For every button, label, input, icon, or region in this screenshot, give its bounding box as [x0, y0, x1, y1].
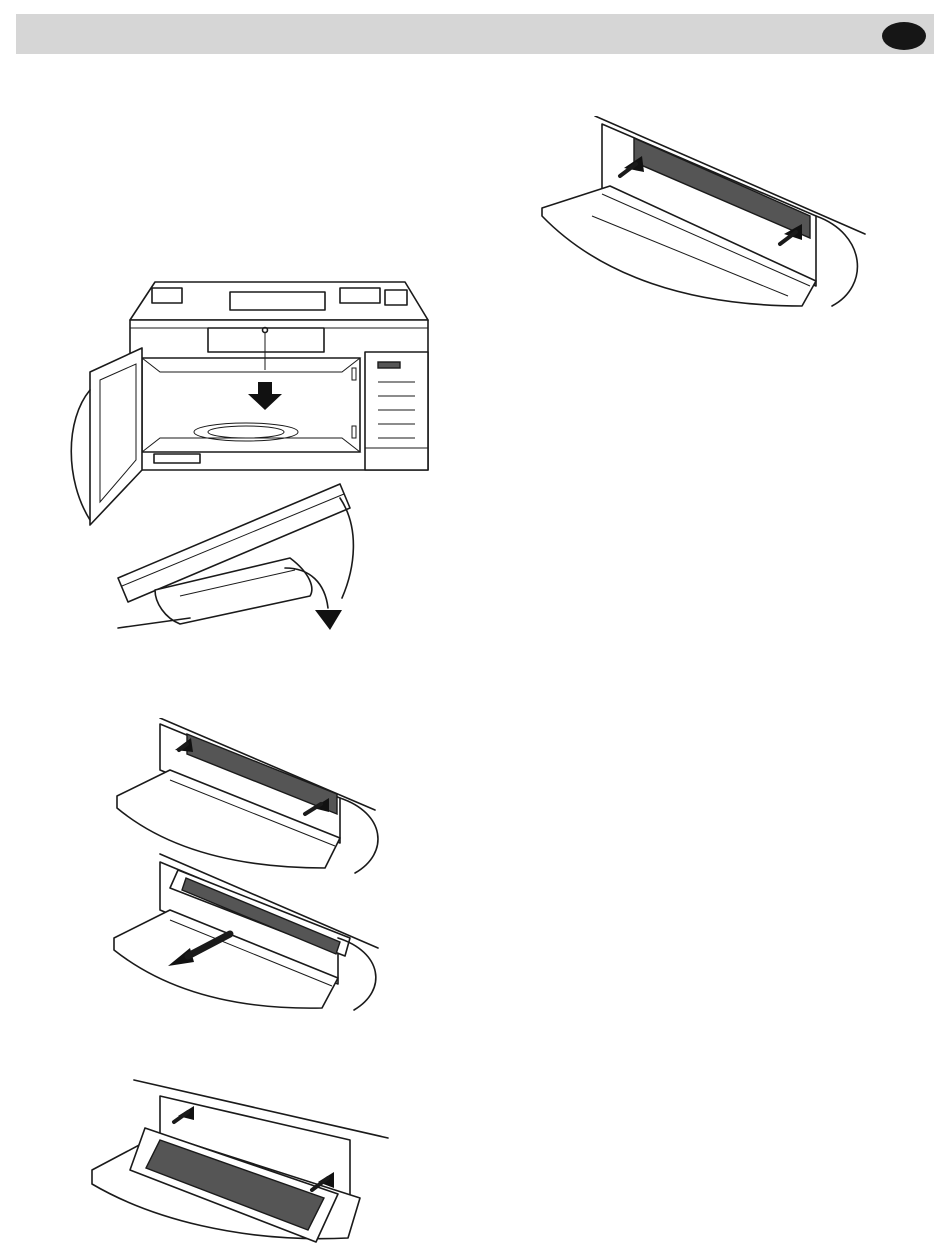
arrow-curved-down-icon [110, 478, 360, 638]
arrow-down-left-icon [110, 852, 390, 1012]
language-badge [882, 22, 926, 50]
section-header-bar [16, 14, 934, 54]
filter-installed-illustration [540, 116, 870, 310]
filter-slide-out-illustration [110, 852, 390, 1012]
arrow-up-right-icon [90, 1078, 390, 1248]
filter-insert-tilted-illustration [90, 1078, 390, 1248]
grease-filter-latch-release-illustration [110, 478, 360, 638]
arrow-up-right-icon [540, 116, 870, 310]
